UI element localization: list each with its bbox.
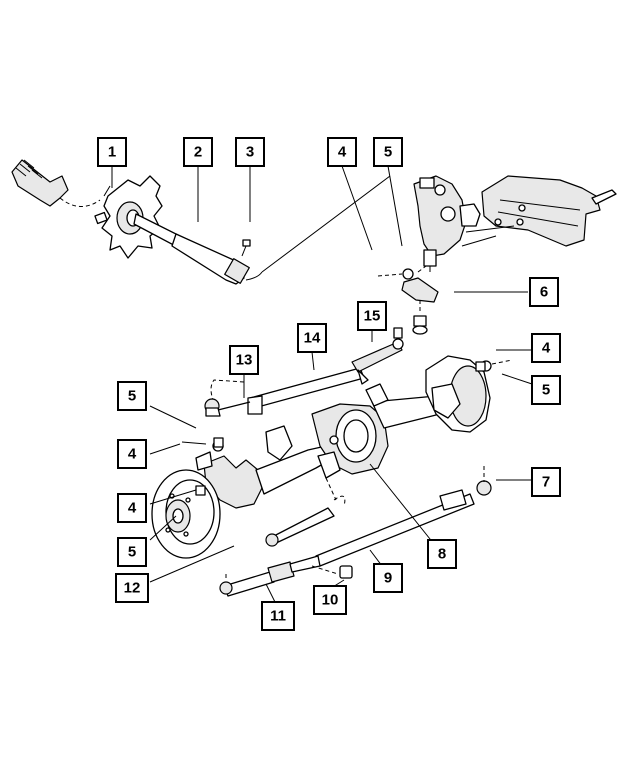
callout-7-label: 7 — [542, 474, 550, 491]
callout-9-label: 9 — [384, 570, 392, 587]
callout-4-left-middle-label: 4 — [128, 446, 137, 463]
callout-13-label: 13 — [236, 352, 253, 369]
callout-8-label: 8 — [438, 546, 446, 563]
intermediate-shaft — [171, 233, 263, 285]
callout-8: 8 — [427, 539, 457, 569]
left-knuckle-and-axle — [195, 425, 331, 509]
callout-2: 2 — [183, 137, 213, 167]
callout-15-label: 15 — [364, 308, 381, 325]
callout-10-label: 10 — [322, 592, 339, 609]
callout-2-label: 2 — [194, 144, 202, 161]
track-bar — [265, 451, 346, 547]
callout-4-top-label: 4 — [338, 144, 347, 161]
callout-4-left-lower: 4 — [117, 493, 147, 523]
connection-line — [261, 175, 391, 273]
callout-14: 14 — [297, 323, 327, 353]
steering-gear — [413, 175, 481, 272]
steering-column-shaft — [11, 159, 111, 225]
callout-11-label: 11 — [270, 608, 286, 625]
drag-link — [247, 327, 404, 415]
callout-5-left-upper: 5 — [117, 381, 147, 411]
callout-11: 11 — [261, 601, 295, 631]
callout-4-left-middle: 4 — [117, 439, 147, 469]
callout-4-left-lower-label: 4 — [128, 500, 137, 517]
leader-lines — [111, 165, 533, 605]
callout-5-top: 5 — [373, 137, 403, 167]
pitman-arm — [377, 265, 439, 335]
callout-5-left-lower-label: 5 — [128, 544, 136, 561]
callout-6: 6 — [529, 277, 559, 307]
adjusting-sleeve — [219, 555, 353, 597]
callout-7: 7 — [531, 467, 561, 497]
hardware-nuts — [181, 361, 486, 496]
callout-10: 10 — [313, 585, 347, 615]
frame-rail — [461, 175, 617, 247]
callout-5-right-label: 5 — [542, 382, 550, 399]
callout-12-label: 12 — [124, 580, 141, 597]
right-knuckle-and-rotor — [425, 355, 513, 433]
callout-9: 9 — [373, 563, 403, 593]
callout-12: 12 — [115, 573, 149, 603]
callout-3-label: 3 — [246, 144, 254, 161]
callout-5-left-upper-label: 5 — [128, 388, 136, 405]
callout-5-left-lower: 5 — [117, 537, 147, 567]
tie-rod — [315, 466, 492, 567]
callout-3: 3 — [235, 137, 265, 167]
callout-1-label: 1 — [108, 144, 116, 161]
callout-15: 15 — [357, 301, 387, 331]
callout-14-label: 14 — [304, 330, 321, 347]
callout-4-top: 4 — [327, 137, 357, 167]
callout-6-label: 6 — [540, 284, 548, 301]
callout-5-right: 5 — [531, 375, 561, 405]
left-brake-rotor — [151, 469, 221, 559]
callout-4-right-upper-label: 4 — [542, 340, 551, 357]
callout-4-right-upper: 4 — [531, 333, 561, 363]
callout-1: 1 — [97, 137, 127, 167]
damper-end — [204, 379, 251, 417]
callout-13: 13 — [229, 345, 259, 375]
callout-5-top-label: 5 — [384, 144, 392, 161]
